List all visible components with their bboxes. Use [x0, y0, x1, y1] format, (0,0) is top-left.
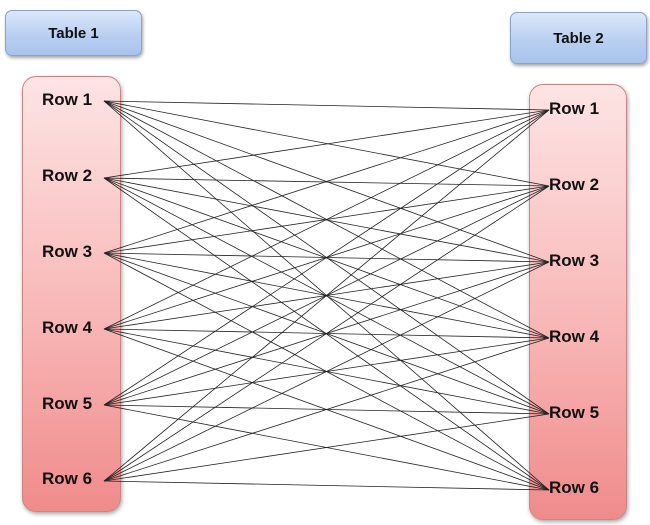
table1-row-5: Row 5 [42, 394, 93, 413]
table1-row-3: Row 3 [42, 242, 93, 261]
table1-body [22, 76, 121, 512]
table2-row-6: Row 6 [549, 478, 600, 497]
connection-line-2-1 [103, 109, 550, 179]
table1-row-4: Row 4 [42, 318, 93, 337]
connection-line-5-1 [103, 109, 550, 406]
table2-row-5: Row 5 [549, 403, 600, 422]
table2-row-2: Row 2 [549, 175, 600, 194]
table2-row-1: Row 1 [549, 99, 600, 118]
connection-line-1-1 [103, 100, 550, 111]
connection-line-2-2 [103, 177, 550, 187]
connection-line-6-5 [103, 413, 550, 482]
connection-line-6-6 [103, 480, 550, 491]
connection-line-6-4 [103, 337, 550, 482]
table2-body [529, 84, 627, 520]
connection-line-6-1 [103, 109, 550, 482]
table1-header: Table 1 [5, 10, 142, 56]
connection-line-1-2 [103, 100, 550, 187]
table1-row-6: Row 6 [42, 469, 93, 488]
table1-title: Table 1 [48, 24, 99, 42]
connection-line-2-3 [103, 177, 550, 263]
table1-row-1: Row 1 [42, 90, 93, 109]
connection-line-2-6 [103, 177, 550, 491]
connection-line-6-3 [103, 261, 550, 482]
connection-line-2-4 [103, 177, 550, 339]
connection-line-6-2 [103, 185, 550, 482]
table2-title: Table 2 [553, 29, 604, 47]
connection-line-4-1 [103, 109, 550, 330]
table2-row-3: Row 3 [549, 251, 600, 270]
connection-line-3-1 [103, 109, 550, 254]
table2-header: Table 2 [510, 12, 647, 64]
table1-row-2: Row 2 [42, 166, 93, 185]
table2-row-4: Row 4 [549, 327, 600, 346]
